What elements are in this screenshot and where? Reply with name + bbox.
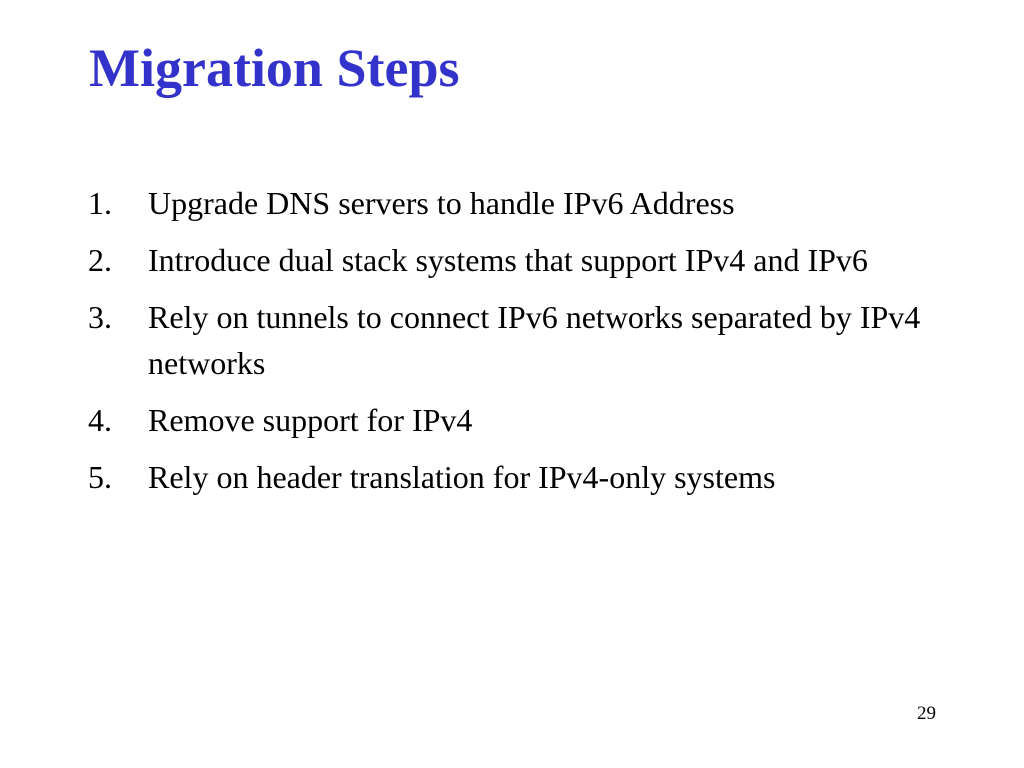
steps-list: 1. Upgrade DNS servers to handle IPv6 Ad… <box>88 180 968 511</box>
step-text: Upgrade DNS servers to handle IPv6 Addre… <box>148 185 735 221</box>
list-item: 5. Rely on header translation for IPv4-o… <box>88 454 968 500</box>
list-item: 1. Upgrade DNS servers to handle IPv6 Ad… <box>88 180 968 226</box>
list-item: 2. Introduce dual stack systems that sup… <box>88 237 968 283</box>
step-number: 4. <box>88 402 112 438</box>
step-number: 2. <box>88 242 112 278</box>
slide-number: 29 <box>917 703 936 724</box>
step-text: Rely on tunnels to connect IPv6 networks… <box>148 299 921 381</box>
step-text: Rely on header translation for IPv4-only… <box>148 459 776 495</box>
list-item: 3. Rely on tunnels to connect IPv6 netwo… <box>88 294 968 386</box>
step-text: Remove support for IPv4 <box>148 402 473 438</box>
step-number: 3. <box>88 299 112 335</box>
slide-title: Migration Steps <box>89 38 460 98</box>
list-item: 4. Remove support for IPv4 <box>88 397 968 443</box>
step-text: Introduce dual stack systems that suppor… <box>148 242 868 278</box>
step-number: 1. <box>88 185 112 221</box>
step-number: 5. <box>88 459 112 495</box>
